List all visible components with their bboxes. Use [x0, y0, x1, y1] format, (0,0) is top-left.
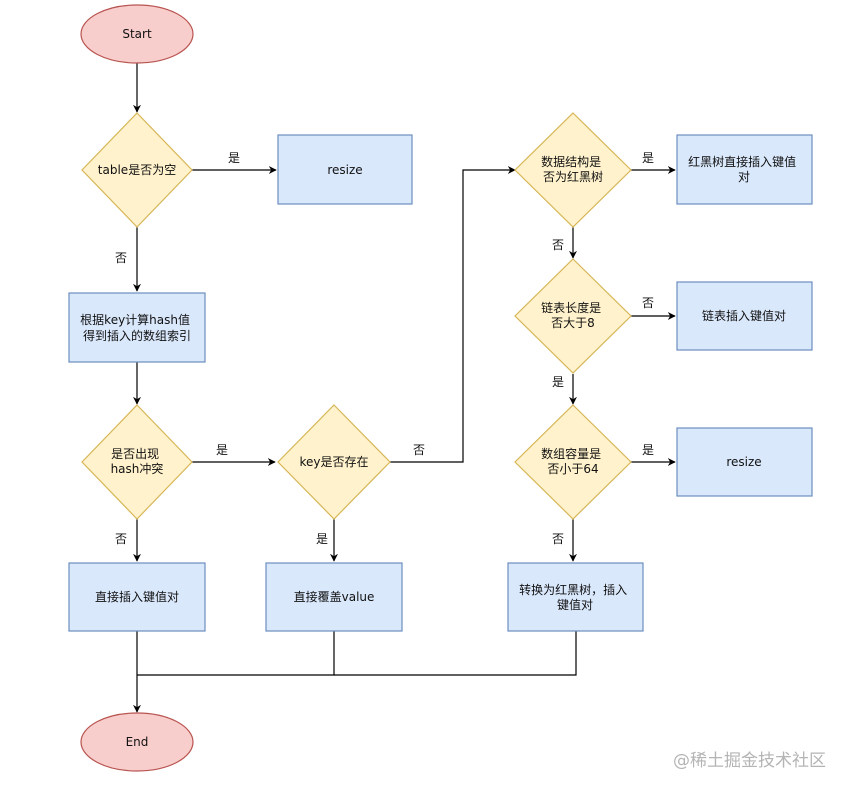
label-hash-conflict-yes: 是 — [216, 443, 228, 457]
compute-hash-node: 根据key计算hash值 得到插入的数组索引 — [68, 292, 206, 363]
watermark: @稀土掘金技术社区 — [673, 751, 826, 771]
hash-conflict-label: 是否出现 hash冲突 — [111, 447, 164, 476]
edge-overwrite-to-join — [137, 631, 335, 676]
edges — [133, 63, 676, 713]
convert-rb-line-1: 转换为红黑树，插入 — [519, 582, 627, 597]
is-red-black-decision: 数据结构是 否为红黑树 — [514, 112, 632, 228]
edge-labels: 是 否 是 否 是 否 是 否 否 是 是 否 — [115, 151, 654, 546]
label-list-length-no: 否 — [642, 296, 654, 310]
resize-bottom-node: resize — [676, 427, 813, 497]
resize-top-box — [277, 134, 413, 205]
label-key-exists-yes: 是 — [316, 532, 328, 546]
list-length-label: 链表长度是 否大于8 — [541, 300, 605, 330]
key-exists-label: key是否存在 — [299, 455, 368, 469]
is-red-black-label: 数据结构是 否为红黑树 — [541, 154, 605, 184]
convert-rb-box — [507, 562, 644, 632]
is-red-black-diamond — [514, 112, 632, 228]
list-length-line-1: 链表长度是 — [541, 300, 601, 315]
array-capacity-label: 数组容量是 否小于64 — [541, 446, 605, 476]
label-is-red-black-yes: 是 — [642, 151, 654, 165]
resize-top-label: resize — [327, 163, 362, 177]
list-insert-node: 链表插入键值对 — [676, 281, 813, 351]
list-length-decision: 链表长度是 否大于8 — [514, 258, 632, 374]
is-red-black-line-1: 数据结构是 — [541, 154, 601, 169]
insert-direct-node: 直接插入键值对 — [68, 562, 206, 632]
rb-insert-line-1: 红黑树直接插入键值 — [688, 154, 796, 169]
table-empty-label: table是否为空 — [98, 163, 176, 177]
list-insert-label: 链表插入键值对 — [702, 308, 786, 323]
array-capacity-decision: 数组容量是 否小于64 — [514, 404, 632, 520]
end-node: End — [80, 712, 194, 772]
end-label: End — [126, 735, 149, 749]
label-array-capacity-no: 否 — [552, 532, 564, 546]
hash-conflict-line-1: 是否出现 — [111, 447, 159, 461]
list-length-line-2: 否大于8 — [551, 316, 595, 330]
overwrite-value-box — [265, 562, 403, 632]
array-capacity-line-1: 数组容量是 — [541, 446, 601, 461]
label-table-empty-no: 否 — [115, 251, 127, 265]
edge-key-exists-to-is-red-black — [390, 166, 516, 463]
list-length-diamond — [514, 258, 632, 374]
array-capacity-line-2: 否小于64 — [547, 462, 598, 476]
resize-bottom-label: resize — [726, 455, 761, 469]
label-hash-conflict-no: 否 — [115, 532, 127, 546]
label-array-capacity-yes: 是 — [642, 443, 654, 457]
overwrite-value-label: 直接覆盖value — [294, 589, 375, 604]
compute-hash-line-2: 得到插入的数组索引 — [83, 328, 191, 343]
resize-top-node: resize — [277, 134, 413, 205]
list-insert-box — [676, 281, 813, 351]
insert-direct-label: 直接插入键值对 — [95, 589, 179, 604]
resize-bottom-box — [676, 427, 813, 497]
is-red-black-line-2: 否为红黑树 — [543, 169, 603, 184]
hash-conflict-line-2: hash冲突 — [111, 461, 164, 476]
compute-hash-line-1: 根据key计算hash值 — [80, 312, 190, 327]
end-ellipse — [80, 712, 194, 772]
label-table-empty-yes: 是 — [228, 151, 240, 165]
array-capacity-diamond — [514, 404, 632, 520]
compute-hash-box — [68, 292, 206, 363]
convert-rb-label: 转换为红黑树，插入 键值对 — [519, 582, 631, 612]
key-exists-decision: key是否存在 — [277, 404, 391, 520]
convert-rb-node: 转换为红黑树，插入 键值对 — [507, 562, 644, 632]
table-empty-decision: table是否为空 — [81, 112, 193, 228]
rb-insert-node: 红黑树直接插入键值 对 — [676, 134, 813, 205]
start-ellipse — [80, 4, 194, 64]
insert-direct-box — [68, 562, 206, 632]
label-list-length-yes: 是 — [552, 375, 564, 389]
start-node: Start — [80, 4, 194, 64]
convert-rb-line-2: 键值对 — [557, 597, 593, 612]
rb-insert-label: 红黑树直接插入键值 对 — [688, 154, 800, 184]
hash-conflict-decision: 是否出现 hash冲突 — [81, 404, 193, 520]
hash-conflict-diamond — [81, 404, 193, 520]
rb-insert-box — [676, 134, 813, 205]
overwrite-value-node: 直接覆盖value — [265, 562, 403, 632]
label-is-red-black-no: 否 — [552, 238, 564, 252]
key-exists-diamond — [277, 404, 391, 520]
label-key-exists-no: 否 — [413, 443, 425, 457]
rb-insert-line-2: 对 — [738, 170, 750, 184]
compute-hash-label: 根据key计算hash值 得到插入的数组索引 — [80, 312, 194, 343]
table-empty-diamond — [81, 112, 193, 228]
edge-convert-rb-to-join — [334, 631, 577, 676]
start-label: Start — [122, 27, 152, 41]
